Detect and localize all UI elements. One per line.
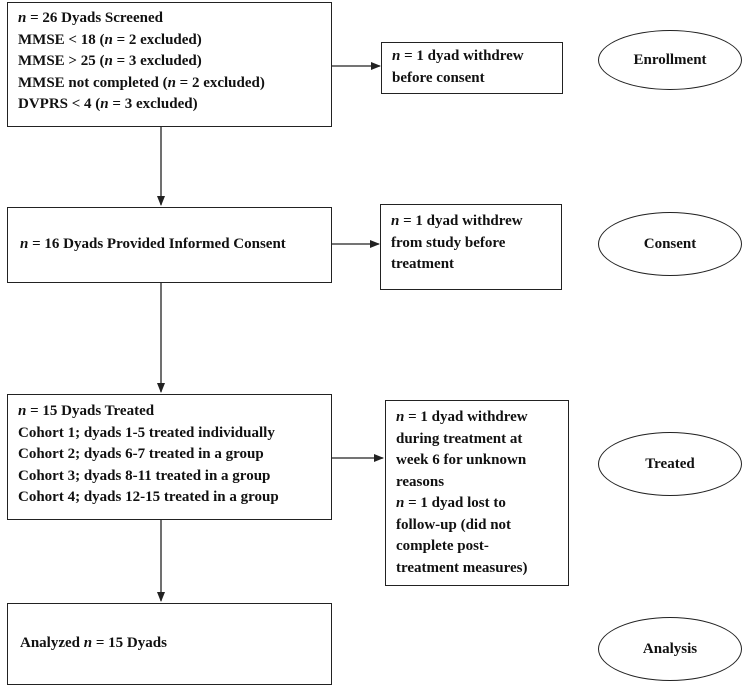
withdrew-treated-line4: reasons [396, 473, 445, 490]
analyzed-label: Analyzed [20, 635, 84, 652]
withdrew-consent-line2: from study before [391, 234, 506, 251]
exclusion-count: = 3 excluded) [108, 96, 198, 112]
exclusion-label: DVPRS < 4 ( [18, 96, 101, 112]
stage-analysis: Analysis [598, 617, 742, 681]
screened-total-text: = 26 Dyads Screened [26, 10, 163, 26]
stage-treated: Treated [598, 432, 742, 496]
withdrew-enrollment-line2: before consent [392, 69, 485, 86]
withdrew-treated-line3: week 6 for unknown [396, 452, 527, 468]
cohort-2: Cohort 2; dyads 6-7 treated in a group [18, 446, 264, 462]
lost-followup-line2: follow-up (did not [396, 516, 512, 533]
exclusion-label: MMSE not completed ( [18, 74, 168, 91]
withdrew-count: = 1 dyad withdrew [404, 409, 528, 425]
treated-total-text: = 15 Dyads Treated [26, 403, 155, 419]
exclusion-mmse-incomplete: MMSE not completed (n = 2 excluded) [18, 73, 321, 95]
n-symbol: n [396, 495, 405, 511]
withdrew-count: = 1 dyad withdrew [399, 213, 523, 229]
consent-line: n = 16 Dyads Provided Informed Consent [20, 234, 319, 256]
withdrew-treated-line1: n = 1 dyad withdrew [396, 407, 558, 429]
n-symbol: n [104, 53, 113, 69]
n-symbol: n [391, 213, 400, 229]
exclusion-label: MMSE > 25 ( [18, 53, 105, 69]
screened-box: n = 26 Dyads Screened MMSE < 18 (n = 2 e… [7, 2, 332, 127]
n-symbol: n [18, 10, 27, 26]
n-symbol: n [396, 409, 405, 425]
exclusion-count: = 3 excluded) [112, 53, 202, 69]
treated-box: n = 15 Dyads Treated Cohort 1; dyads 1-5… [7, 394, 332, 520]
n-symbol: n [83, 635, 93, 652]
withdrew-consent-line3: treatment [391, 256, 455, 272]
n-symbol: n [167, 74, 176, 91]
withdrew-consent-line1: n = 1 dyad withdrew [391, 211, 551, 233]
exclusion-count: = 2 excluded) [175, 74, 265, 91]
exclusion-label: MMSE < 18 ( [18, 31, 105, 48]
stage-consent: Consent [598, 212, 742, 276]
withdrew-enrollment-box: n = 1 dyad withdrew before consent [381, 42, 563, 94]
n-symbol: n [100, 96, 109, 112]
lost-count: = 1 dyad lost to [404, 495, 506, 511]
cohort-4: Cohort 4; dyads 12-15 treated in a group [18, 489, 279, 505]
exclusion-mmse-low: MMSE < 18 (n = 2 excluded) [18, 30, 321, 52]
n-symbol: n [392, 48, 401, 64]
consent-text: = 16 Dyads Provided Informed Consent [28, 236, 286, 253]
withdrew-treated-line2: during treatment at [396, 430, 523, 447]
cohort-1: Cohort 1; dyads 1-5 treated individually [18, 424, 275, 441]
n-symbol: n [104, 31, 113, 48]
n-symbol: n [20, 236, 29, 253]
stage-enrollment: Enrollment [598, 30, 742, 90]
withdrew-count: = 1 dyad withdrew [400, 48, 524, 64]
exclusion-count: = 2 excluded) [112, 31, 202, 48]
consent-box: n = 16 Dyads Provided Informed Consent [7, 207, 332, 283]
analyzed-line: Analyzed n = 15 Dyads [20, 633, 319, 655]
analyzed-box: Analyzed n = 15 Dyads [7, 603, 332, 685]
n-symbol: n [18, 403, 27, 419]
withdrew-enrollment-line1: n = 1 dyad withdrew [392, 46, 552, 68]
lost-followup-line4: treatment measures) [396, 559, 528, 576]
exclusion-dvprs: DVPRS < 4 (n = 3 excluded) [18, 94, 321, 116]
cohort-3: Cohort 3; dyads 8-11 treated in a group [18, 467, 271, 484]
exclusion-mmse-high: MMSE > 25 (n = 3 excluded) [18, 51, 321, 73]
analyzed-count: = 15 Dyads [92, 635, 167, 652]
withdrew-treated-box: n = 1 dyad withdrew during treatment at … [385, 400, 569, 586]
lost-followup-line3: complete post- [396, 538, 489, 554]
lost-followup-line1: n = 1 dyad lost to [396, 493, 558, 515]
withdrew-consent-box: n = 1 dyad withdrew from study before tr… [380, 204, 562, 290]
screened-total-line: n = 26 Dyads Screened [18, 8, 321, 30]
treated-total-line: n = 15 Dyads Treated [18, 401, 321, 423]
